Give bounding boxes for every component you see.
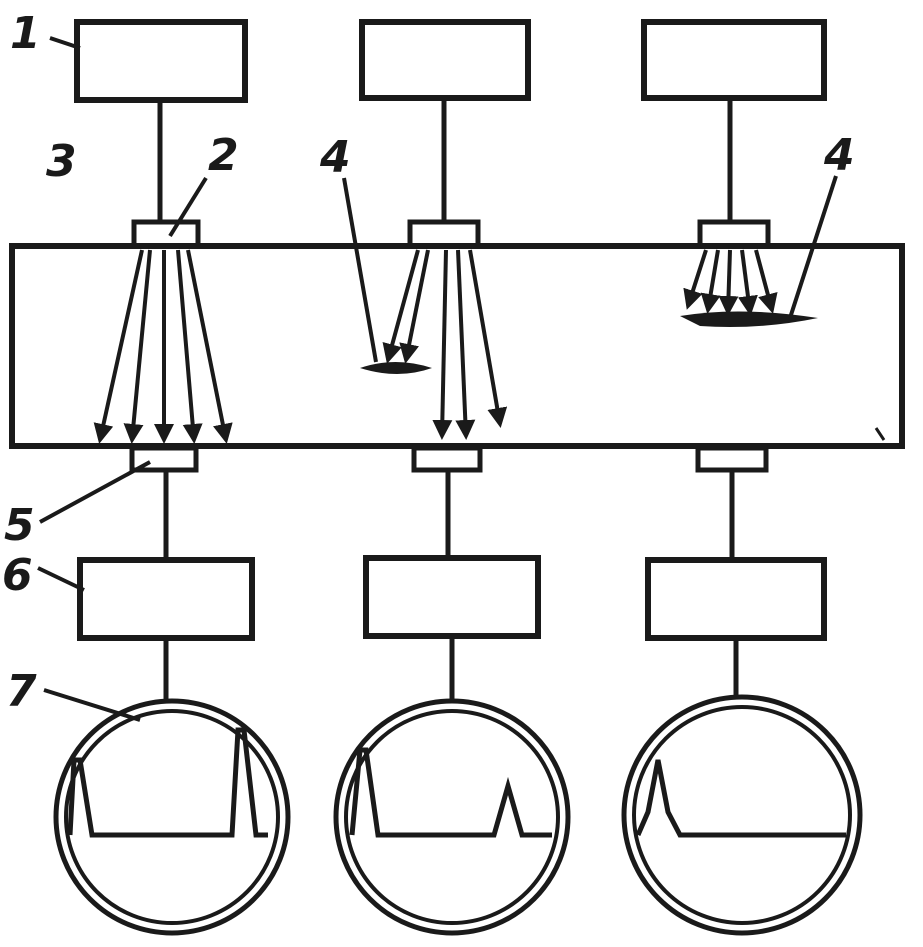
- channel-2: [333, 19, 571, 936]
- beam-rays: [683, 249, 778, 316]
- signal-trace: [635, 759, 846, 838]
- generator-box: [359, 19, 531, 101]
- oscilloscope-screen: [621, 694, 863, 936]
- label-specimen: 3: [46, 136, 77, 187]
- channel-3: [621, 19, 863, 936]
- amplifier-box: [363, 555, 541, 639]
- specimen-edge-tick: [874, 427, 886, 441]
- signal-trace: [349, 747, 552, 838]
- oscilloscope-screen: [333, 698, 571, 936]
- emitter-transducer: [407, 219, 481, 249]
- channel-1: [53, 19, 291, 936]
- beam-rays: [382, 249, 508, 440]
- specimen-block: [9, 243, 905, 449]
- leader-lines: [37, 36, 838, 722]
- label-emitter: 2: [208, 130, 239, 181]
- label-amplifier: 6: [2, 550, 33, 601]
- receiver-transducer: [411, 445, 483, 473]
- signal-trace: [67, 727, 268, 838]
- emitter-transducer: [697, 219, 771, 249]
- amplifier-box: [645, 557, 827, 641]
- label-generator: 1: [10, 8, 41, 59]
- defect-deep: [360, 362, 432, 374]
- label-defect-a: 4: [319, 132, 351, 183]
- amplifier-box: [77, 557, 255, 641]
- generator-box: [641, 19, 827, 101]
- oscilloscope-screen: [53, 698, 291, 936]
- label-receiver: 5: [4, 500, 35, 551]
- label-display: 7: [6, 666, 37, 717]
- beam-rays: [93, 249, 233, 444]
- label-defect-b: 4: [823, 130, 855, 181]
- defect-shallow: [680, 311, 818, 327]
- emitter-transducer: [131, 219, 201, 249]
- receiver-transducer: [695, 445, 769, 473]
- generator-box: [74, 19, 248, 103]
